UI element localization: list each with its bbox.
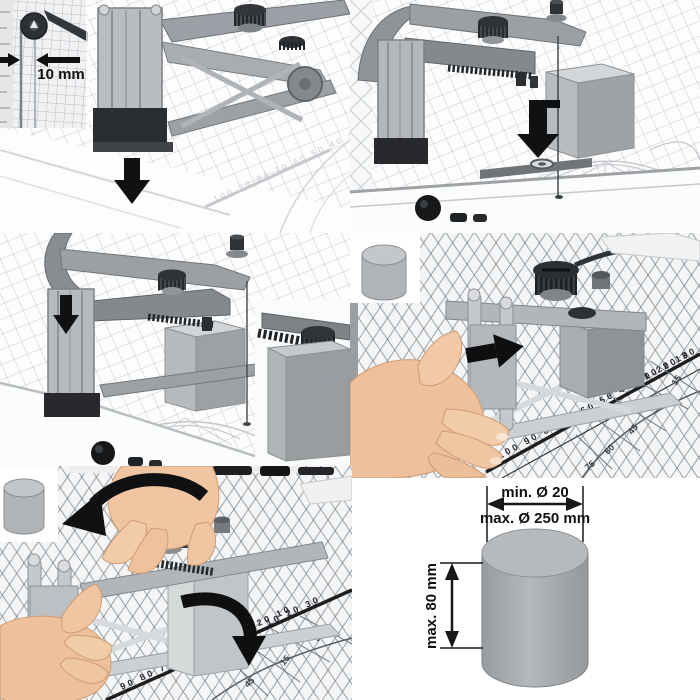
arrow-right-icon: [465, 334, 524, 368]
cutting-wire: [243, 281, 251, 426]
finger: [427, 452, 488, 478]
hand-bottom: [0, 583, 113, 700]
step-5-illustration: 90 80 70 60 50 40 30 20 10 10 20 30 30 1…: [0, 466, 352, 700]
workpiece-cylinder: [481, 528, 589, 688]
step-2-illustration: [350, 0, 700, 233]
thumb: [187, 521, 217, 566]
arrow-down-icon: [517, 100, 560, 158]
cutting-bow-assembly: [93, 0, 350, 152]
gear-rack-detail-inset: [255, 300, 350, 466]
idler-pulley: [287, 66, 323, 102]
finger: [435, 430, 503, 469]
table-sketch: [0, 128, 350, 233]
arm-body: [91, 288, 231, 322]
wire-offset-detail-inset: 10 mm: [0, 0, 89, 128]
clamp-foot: [374, 138, 428, 164]
guide-column: [374, 39, 428, 164]
arrow-down-icon: [53, 295, 79, 334]
angle-label: 15: [278, 653, 292, 667]
angle-label: 75: [583, 458, 597, 472]
knurled-knob: [533, 261, 579, 301]
knurled-knob: [234, 4, 266, 33]
clamp-foot: [93, 108, 173, 152]
background-objects: [350, 233, 700, 398]
diameter-dimension: [486, 486, 584, 542]
foam-block: [545, 63, 635, 159]
cylinder-inset: [0, 466, 58, 542]
mat-scale-numbers: 100 90 80 70 60 50 40 30 20 10: [212, 110, 350, 204]
wire-anchor-washer: [530, 158, 554, 170]
finger: [127, 527, 169, 574]
fingernail: [496, 433, 508, 441]
table-front: [350, 166, 700, 233]
cylinder-icon: [361, 244, 407, 266]
gear: [568, 307, 596, 319]
bolt-knob: [226, 234, 248, 258]
step-3-illustration: [0, 233, 350, 466]
dimension-diagram: min. Ø 20 max. Ø 250 mm max. 80 mm: [423, 484, 590, 688]
wire-clamp: [516, 72, 526, 86]
thumb: [61, 583, 103, 634]
angle-label: 60: [602, 442, 616, 456]
height-dimension: [440, 562, 483, 649]
cutting-bow: [357, 0, 587, 164]
panel-step-1: 100 90 80 70 60 50 40 30 20 10: [0, 0, 350, 233]
angle-label: 45: [242, 675, 256, 689]
angle-label: 15: [669, 373, 683, 387]
bolt-knob: [546, 0, 567, 22]
arrow-rotate-cw-icon: [180, 592, 266, 666]
cylinder-inset: [350, 233, 420, 303]
max-height-label: max. 80 mm: [423, 563, 440, 649]
finger: [59, 657, 109, 685]
small-knob: [214, 516, 230, 533]
panel-step-2: [350, 0, 700, 233]
knurled-knob: [478, 16, 508, 44]
cutting-bow: [44, 233, 267, 417]
step-4-illustration: 100 90 80 70 60 50 40 30 20 10 10 20 30 …: [350, 233, 700, 478]
foam-block: [164, 320, 246, 412]
ruler-scale-asc: 10 20 30: [642, 345, 699, 382]
panel-step-6: min. Ø 20 max. Ø 250 mm max. 80 mm: [352, 478, 700, 700]
wire-pulley: [20, 12, 48, 40]
drive-gear: [279, 36, 305, 50]
control-knobs: [91, 441, 162, 466]
arrow-down-icon: [114, 158, 150, 204]
max-diameter-label: max. Ø 250 mm: [480, 510, 590, 527]
small-knob: [592, 271, 610, 289]
arrow-rotate-ccw-icon: [62, 473, 209, 536]
wire-offset-label: 10 mm: [37, 66, 85, 83]
gear-rack: [447, 64, 533, 80]
cylinder-icon: [3, 478, 45, 498]
knurled-knob: [158, 269, 186, 295]
fingernail: [490, 457, 502, 465]
wire-clamp: [202, 317, 212, 331]
panel-step-3: [0, 233, 350, 466]
angle-label: 45: [626, 422, 640, 436]
panel-step-5: 90 80 70 60 50 40 30 20 10 10 20 30 30 1…: [0, 466, 352, 700]
step-1-illustration: 100 90 80 70 60 50 40 30 20 10: [0, 0, 350, 233]
foam-block: [266, 340, 350, 462]
panel-step-4: 100 90 80 70 60 50 40 30 20 10 10 20 30 …: [350, 233, 700, 478]
control-knobs: [415, 195, 487, 222]
hand: [350, 330, 509, 478]
clamp-foot: [44, 393, 100, 417]
thumb: [417, 330, 463, 387]
offset-arrows: [0, 53, 80, 67]
min-diameter-label: min. Ø 20: [501, 484, 569, 501]
finger: [63, 635, 113, 661]
belt: [44, 10, 88, 42]
